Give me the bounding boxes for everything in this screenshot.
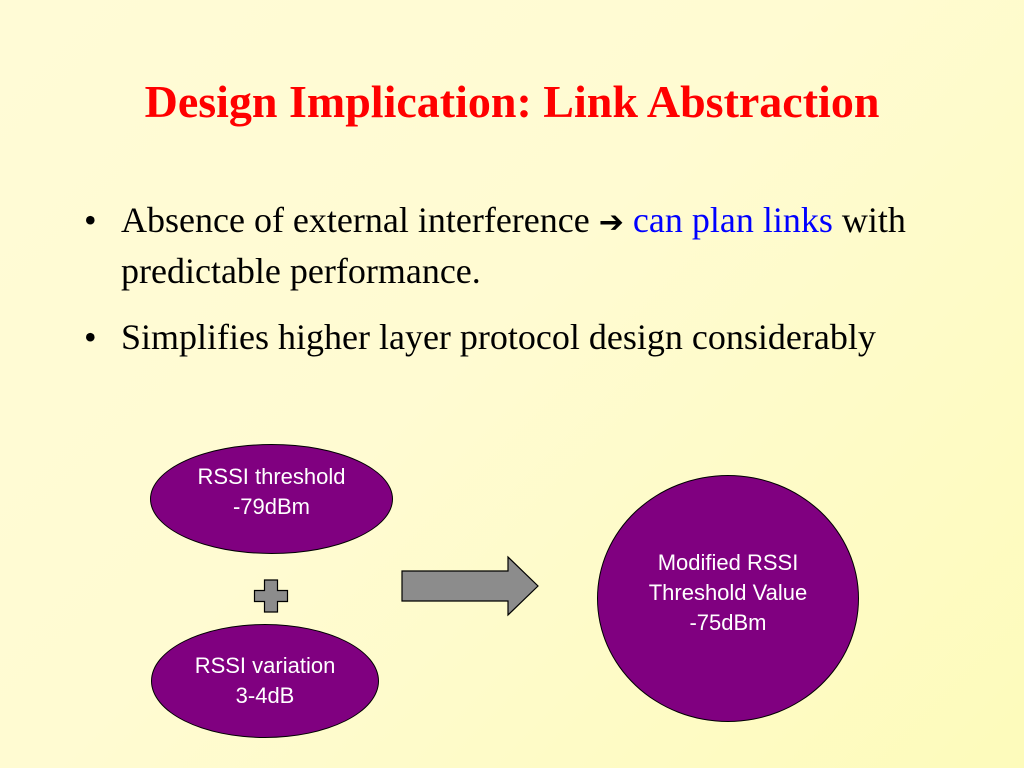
bullet-dot: • [84, 200, 97, 240]
rssi-threshold-label: RSSI threshold [197, 464, 346, 489]
rssi-variation-node: RSSI variation 3-4dB [151, 624, 379, 738]
modified-rssi-label: Modified RSSI [657, 549, 799, 575]
modified-rssi-sublabel: Threshold Value [648, 579, 808, 605]
bullet-1-highlight-links: links [762, 200, 833, 240]
bullet-2-text: Simplifies higher layer protocol design … [121, 317, 876, 357]
bullet-list: • Absence of external interference ➔ can… [78, 196, 958, 379]
right-arrow-icon: ➔ [598, 205, 624, 240]
rssi-threshold-node: RSSI threshold -79dBm [150, 444, 393, 554]
slide-title: Design Implication: Link Abstraction [144, 76, 880, 127]
bullet-1-text-end: with predictable performance. [121, 200, 906, 291]
right-arrow-icon [401, 555, 539, 617]
bullet-1-highlight: can plan [632, 200, 754, 240]
rssi-variation-label: RSSI variation [194, 653, 336, 678]
modified-rssi-value: -75dBm [689, 609, 767, 635]
modified-rssi-node: Modified RSSI Threshold Value -75dBm [597, 475, 859, 722]
plus-icon [253, 579, 289, 613]
bullet-1-text: Absence of external interference [121, 200, 590, 240]
bullet-item-2: • Simplifies higher layer protocol desig… [78, 313, 958, 361]
bullet-dot: • [84, 317, 97, 357]
bullet-item-1: • Absence of external interference ➔ can… [78, 196, 958, 295]
rssi-variation-value: 3-4dB [235, 683, 295, 708]
rssi-threshold-value: -79dBm [232, 494, 311, 519]
